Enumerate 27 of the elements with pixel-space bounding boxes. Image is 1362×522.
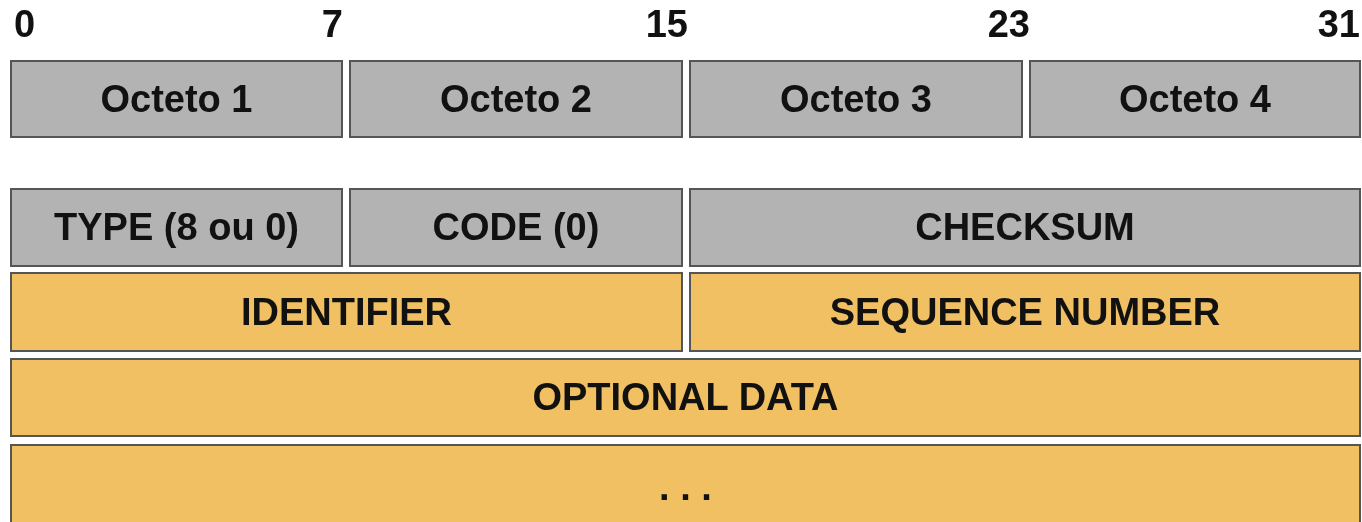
field-label: Octeto 1 <box>100 77 253 121</box>
field-label: CHECKSUM <box>915 206 1135 249</box>
field-box <box>689 272 1361 352</box>
bit-number: 7 <box>321 2 343 46</box>
field-label: Octeto 4 <box>1118 77 1271 121</box>
field-label: Octeto 2 <box>439 77 592 121</box>
field-box <box>10 60 343 138</box>
bit-number: 23 <box>987 2 1030 46</box>
field-label: CODE (0) <box>432 206 600 249</box>
field-box <box>349 60 683 138</box>
field-label: TYPE (8 ou 0) <box>54 206 299 249</box>
field-label: Octeto 3 <box>779 77 932 121</box>
field-box <box>1029 60 1361 138</box>
field-label: OPTIONAL DATA <box>532 376 839 419</box>
bit-number: 31 <box>1317 2 1360 46</box>
field-label: SEQUENCE NUMBER <box>829 290 1221 334</box>
field-box <box>10 444 1361 522</box>
field-box <box>10 358 1361 437</box>
field-box <box>689 60 1023 138</box>
field-box <box>349 188 683 267</box>
field-box <box>10 188 343 267</box>
field-label: . . . <box>659 465 712 509</box>
field-box <box>10 272 683 352</box>
field-box <box>689 188 1361 267</box>
field-label: IDENTIFIER <box>240 290 453 334</box>
bit-number: 15 <box>645 2 688 46</box>
bit-number: 0 <box>14 2 36 46</box>
